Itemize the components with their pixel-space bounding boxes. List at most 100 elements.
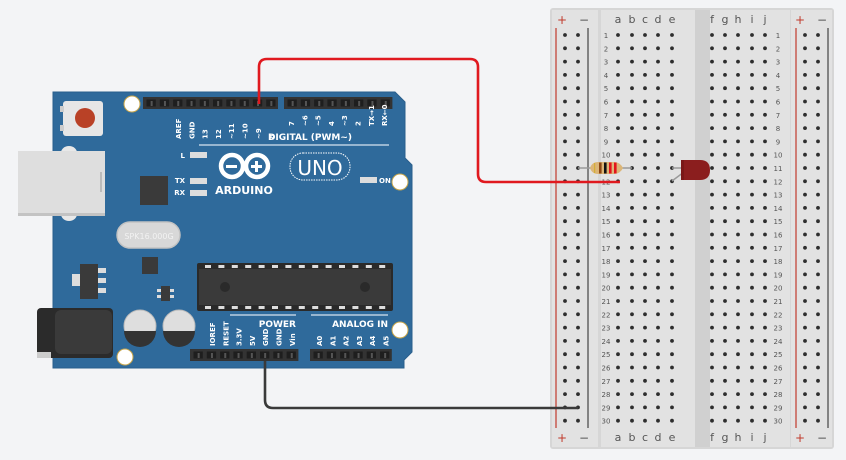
breadboard-hole[interactable] [643,59,647,64]
breadboard-hole[interactable] [763,73,767,77]
breadboard-hole[interactable] [616,206,620,210]
breadboard-hole[interactable] [616,112,620,117]
breadboard-hole[interactable] [723,259,727,263]
breadboard-hole[interactable] [736,179,740,184]
breadboard-hole[interactable] [656,179,660,184]
signal-wire[interactable] [257,57,620,184]
breadboard-hole[interactable] [630,365,634,370]
breadboard-hole[interactable] [563,99,567,104]
breadboard-hole[interactable] [576,339,580,343]
breadboard-hole[interactable] [750,245,754,250]
breadboard-hole[interactable] [710,352,714,357]
breadboard-hole[interactable] [643,206,647,210]
breadboard-hole[interactable] [563,112,567,117]
breadboard-hole[interactable] [656,126,660,130]
breadboard-hole[interactable] [670,312,674,317]
breadboard-hole[interactable] [803,339,807,343]
breadboard-hole[interactable] [630,59,634,64]
breadboard-hole[interactable] [763,365,767,370]
breadboard-hole[interactable] [670,192,674,197]
breadboard-hole[interactable] [670,126,674,130]
breadboard-hole[interactable] [736,192,740,197]
reset-button[interactable] [60,101,103,136]
digital-header-right[interactable] [284,97,393,109]
breadboard-hole[interactable] [563,245,567,250]
breadboard-hole[interactable] [816,152,820,157]
breadboard-hole[interactable] [656,73,660,77]
breadboard-hole[interactable] [643,365,647,370]
breadboard-hole[interactable] [816,259,820,263]
breadboard-hole[interactable] [643,299,647,303]
breadboard-hole[interactable] [643,219,647,224]
breadboard-hole[interactable] [816,206,820,210]
breadboard-hole[interactable] [616,73,620,77]
breadboard-hole[interactable] [763,86,767,91]
breadboard-hole[interactable] [750,232,754,237]
breadboard-hole[interactable] [736,352,740,357]
breadboard-hole[interactable] [630,139,634,144]
breadboard-hole[interactable] [763,272,767,277]
breadboard-hole[interactable] [576,126,580,130]
breadboard-hole[interactable] [616,405,620,410]
breadboard-hole[interactable] [630,299,634,303]
breadboard-hole[interactable] [816,73,820,77]
breadboard-hole[interactable] [816,272,820,277]
analog-header[interactable] [310,349,392,361]
breadboard-hole[interactable] [616,259,620,263]
breadboard-hole[interactable] [803,365,807,370]
breadboard-hole[interactable] [563,206,567,210]
breadboard-hole[interactable] [723,352,727,357]
breadboard-hole[interactable] [630,219,634,224]
breadboard-hole[interactable] [816,166,820,170]
breadboard-hole[interactable] [736,325,740,330]
breadboard-hole[interactable] [710,73,714,77]
breadboard-hole[interactable] [710,179,714,184]
breadboard-hole[interactable] [576,299,580,303]
breadboard-hole[interactable] [670,73,674,77]
breadboard-hole[interactable] [656,192,660,197]
breadboard-hole[interactable] [563,285,567,290]
breadboard-hole[interactable] [643,73,647,77]
breadboard-hole[interactable] [656,325,660,330]
breadboard-hole[interactable] [643,339,647,343]
breadboard-hole[interactable] [736,86,740,91]
breadboard-hole[interactable] [763,352,767,357]
breadboard-hole[interactable] [630,152,634,157]
breadboard-hole[interactable] [643,86,647,91]
breadboard-hole[interactable] [576,259,580,263]
breadboard-hole[interactable] [710,33,714,37]
breadboard-hole[interactable] [803,73,807,77]
breadboard-hole[interactable] [710,46,714,51]
breadboard-hole[interactable] [763,152,767,157]
breadboard-hole[interactable] [736,299,740,303]
breadboard-hole[interactable] [750,365,754,370]
breadboard-hole[interactable] [710,152,714,157]
breadboard-hole[interactable] [750,219,754,224]
breadboard-hole[interactable] [763,405,767,410]
breadboard-hole[interactable] [763,392,767,396]
breadboard-hole[interactable] [803,352,807,357]
breadboard-hole[interactable] [723,365,727,370]
breadboard-hole[interactable] [616,59,620,64]
breadboard-hole[interactable] [670,152,674,157]
breadboard-hole[interactable] [750,192,754,197]
breadboard-hole[interactable] [723,46,727,51]
breadboard-hole[interactable] [563,418,567,423]
breadboard-hole[interactable] [643,112,647,117]
breadboard-hole[interactable] [803,259,807,263]
breadboard-hole[interactable] [616,33,620,37]
breadboard-hole[interactable] [710,259,714,263]
breadboard-hole[interactable] [630,259,634,263]
breadboard-hole[interactable] [656,418,660,423]
breadboard-hole[interactable] [656,392,660,396]
breadboard-hole[interactable] [736,378,740,383]
breadboard-hole[interactable] [643,325,647,330]
breadboard-hole[interactable] [656,59,660,64]
breadboard-hole[interactable] [563,232,567,237]
breadboard-hole[interactable] [763,99,767,104]
breadboard-hole[interactable] [563,33,567,37]
breadboard-hole[interactable] [816,59,820,64]
breadboard-hole[interactable] [763,112,767,117]
breadboard-hole[interactable] [630,46,634,51]
breadboard-hole[interactable] [576,86,580,91]
